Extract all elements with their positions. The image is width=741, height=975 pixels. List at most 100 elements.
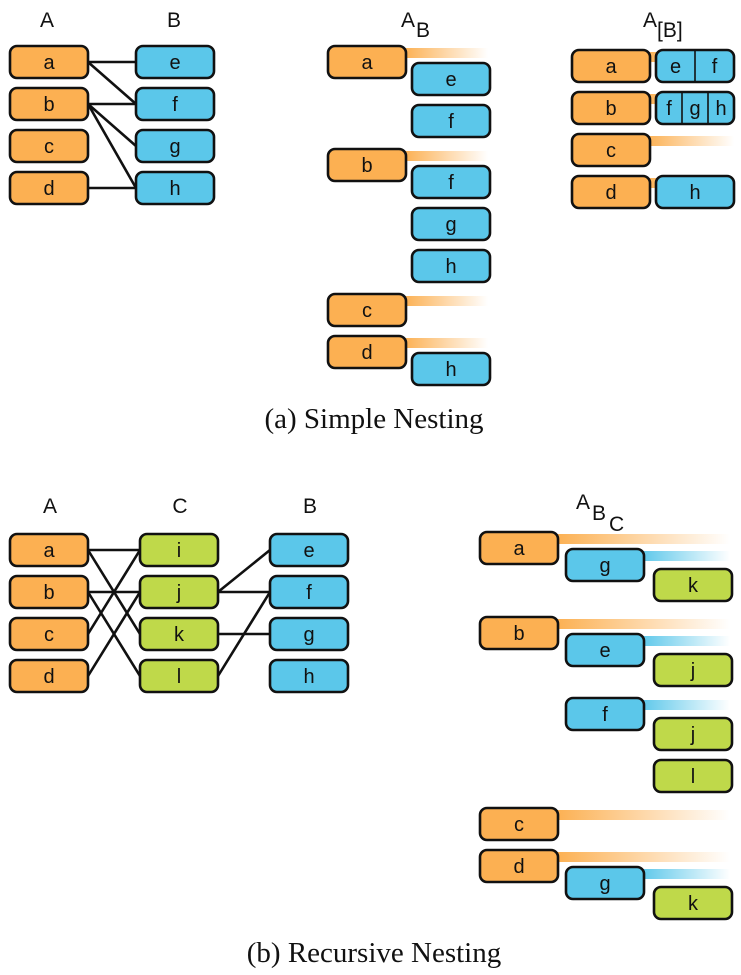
a-nested-key-c-rect	[326, 292, 408, 328]
a-nested-child-b-h-rect	[410, 248, 492, 284]
b-relation-c-j: j	[138, 574, 220, 610]
b-nested-grandchild-b-f-l-rect	[652, 758, 734, 794]
b-relation-c-l: l	[138, 658, 220, 694]
b-nested-grandchild-b-f-j-rect	[652, 716, 734, 752]
b-nested-child-fade-b-e	[640, 636, 730, 646]
a-link-b-h	[86, 102, 138, 190]
a-relation-b-g: g	[134, 128, 216, 164]
b-nested-grandchild-d-g-k-label: k	[688, 893, 699, 915]
b-relation-c-l-rect	[138, 658, 220, 694]
a-nested-fade-b	[404, 151, 488, 161]
b-nested-key-a-rect	[478, 530, 560, 566]
a-nested-key-a: a	[326, 44, 408, 80]
b-relation-a-d: d	[8, 658, 90, 694]
b-relation-c-i-label: i	[177, 540, 181, 562]
b-nested-grandchild-a-g-k-rect	[652, 567, 734, 603]
b-relation-a-c-rect	[8, 616, 90, 652]
b-nested-child-d-g-rect	[564, 865, 646, 901]
b-relation-a-d-label: d	[43, 666, 54, 688]
b-nested-child-b-f-rect	[564, 696, 646, 732]
a-relation-a-a-label: a	[43, 52, 55, 74]
a-packed-key-a-label: a	[605, 56, 617, 78]
a-nested-child-b-f-rect	[410, 164, 492, 200]
a-nested-key-c: c	[326, 292, 408, 328]
a-relation-a-b: b	[8, 86, 90, 122]
b-nested-fade-b	[556, 619, 730, 629]
a-nested-child-b-g: g	[410, 206, 492, 242]
a-packed-cells-d-rect	[654, 174, 736, 210]
a-packed-cell-b-g: g	[689, 98, 700, 120]
b-nested-key-b-rect	[478, 615, 560, 651]
a-nested-key-b-label: b	[361, 155, 372, 177]
b-relation-c-i: i	[138, 532, 220, 568]
b-nested-fade-d	[556, 852, 730, 862]
a-link-a-f	[86, 60, 138, 106]
a-nested-child-d-h-label: h	[445, 359, 456, 381]
b-nested-child-d-g: g	[564, 865, 646, 901]
a-nested-fade-d	[404, 338, 488, 348]
b-nested-child-b-f-label: f	[602, 704, 608, 726]
a-nested-key-a-rect	[326, 44, 408, 80]
b-relation-a-b: b	[8, 574, 90, 610]
a-packed-key-c-rect	[570, 132, 652, 168]
header-b-relation-a: A	[43, 495, 57, 518]
b-link-cb-j-e	[216, 548, 272, 594]
b-link-ac-c-i	[86, 548, 142, 636]
a-packed-key-b-label: b	[605, 98, 616, 120]
b-nested-key-a: a	[478, 530, 560, 566]
a-nested-child-a-f: f	[410, 103, 492, 139]
a-relation-a-d-rect	[8, 170, 90, 206]
a-relation-a-a-rect	[8, 44, 90, 80]
a-nested-child-a-e-rect	[410, 61, 492, 97]
a-relation-a-b-rect	[8, 86, 90, 122]
b-nested-grandchild-b-e-j-rect	[652, 652, 734, 688]
link-layer	[86, 60, 272, 678]
header-b-nested-base: A	[576, 491, 590, 514]
b-nested-child-b-e: e	[564, 632, 646, 668]
b-relation-b-h: h	[268, 658, 350, 694]
a-relation-b-f-rect	[134, 86, 216, 122]
a-relation-b-h: h	[134, 170, 216, 206]
header-b-nested-sub: B	[592, 502, 606, 525]
a-nested-key-c-label: c	[362, 300, 372, 322]
a-nested-child-a-f-label: f	[448, 111, 454, 133]
a-packed-fade-c	[646, 136, 734, 146]
b-nested-child-a-g-label: g	[599, 555, 610, 577]
a-nested-child-d-h: h	[410, 351, 492, 387]
b-link-cb-l-f	[216, 590, 272, 678]
b-nested-child-fade-d-g	[640, 869, 730, 879]
b-nested-child-b-f: f	[564, 696, 646, 732]
a-packed-cell-b-h: h	[715, 98, 726, 120]
b-relation-c-j-rect	[138, 574, 220, 610]
b-relation-a-c-label: c	[44, 624, 54, 646]
a-nested-fade-a	[404, 48, 488, 58]
b-relation-a-b-rect	[8, 574, 90, 610]
b-nested-child-fade-b-f	[640, 700, 730, 710]
b-relation-a-a-rect	[8, 532, 90, 568]
b-nested-child-d-g-label: g	[599, 873, 610, 895]
a-nested-child-b-f-label: f	[448, 172, 454, 194]
header-a-packed-base: A	[643, 9, 657, 32]
a-packed-cell-a-e: e	[670, 56, 681, 78]
a-packed-cells-d: h	[654, 174, 736, 210]
b-nested-grandchild-d-g-k-rect	[652, 885, 734, 921]
b-nested-key-c: c	[478, 806, 560, 842]
header-a-nested-base: A	[401, 9, 415, 32]
a-packed-key-d: d	[570, 174, 652, 210]
a-relation-a-c: c	[8, 128, 90, 164]
b-nested-grandchild-b-f-l-label: l	[691, 766, 695, 788]
b-nested-grandchild-b-f-j: j	[652, 716, 734, 752]
a-packed-key-c-label: c	[606, 140, 616, 162]
b-relation-c-j-label: j	[176, 582, 181, 604]
header-b-relation-b: B	[303, 495, 317, 518]
b-nested-key-b-label: b	[513, 623, 524, 645]
b-nested-fade-a	[556, 534, 730, 544]
a-nested-child-b-h: h	[410, 248, 492, 284]
a-relation-a-d: d	[8, 170, 90, 206]
caption-simple-nesting: (a) Simple Nesting	[264, 403, 483, 435]
b-nested-child-fade-a-g	[640, 551, 730, 561]
b-nested-key-d-label: d	[513, 856, 524, 878]
a-relation-a-a: a	[8, 44, 90, 80]
